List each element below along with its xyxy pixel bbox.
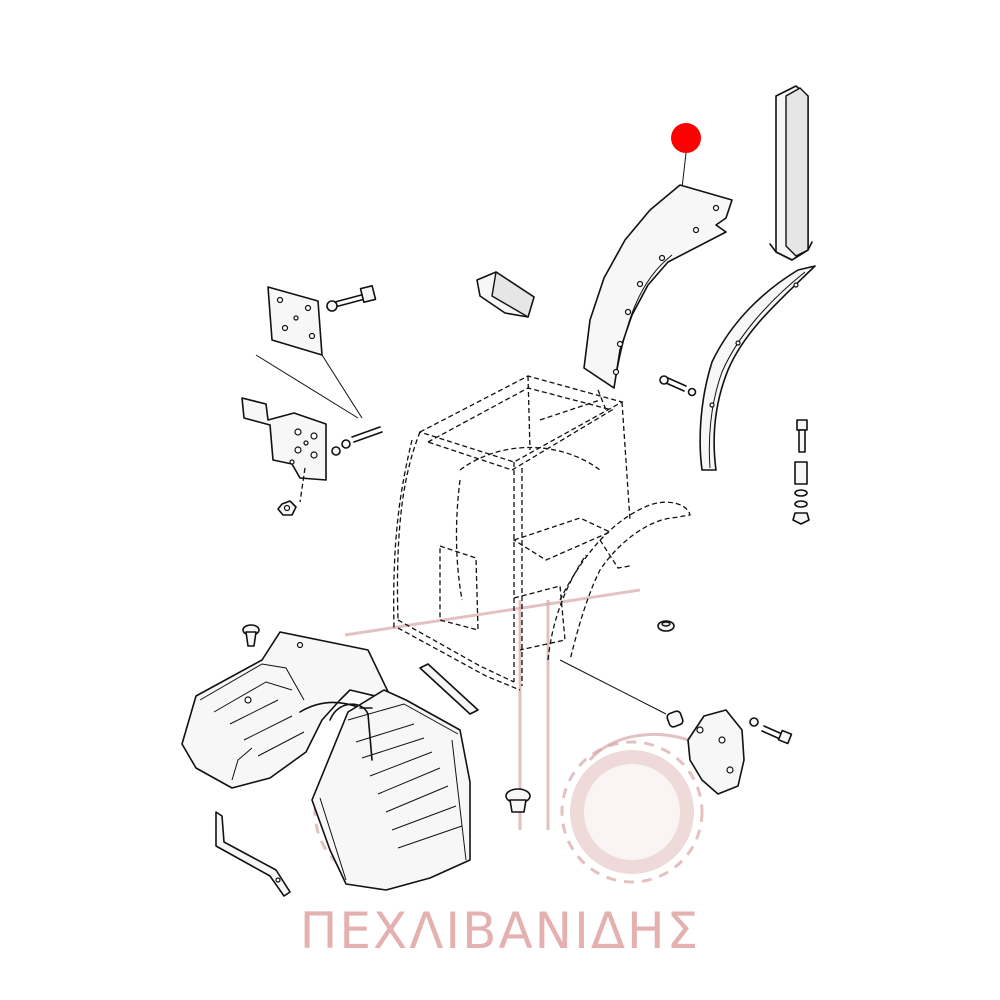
bracket-plate[interactable] — [241, 397, 327, 481]
push-clip-left[interactable] — [242, 624, 260, 647]
watermark-text: ΠΕΧΛΙΒΑΝΙΔΗΣ — [299, 902, 701, 960]
push-clip-bottom[interactable] — [505, 788, 531, 813]
mounting-plate[interactable] — [267, 286, 323, 356]
cover-plate-right[interactable] — [687, 709, 745, 795]
bolt-fender[interactable] — [659, 375, 697, 397]
watermark-rear-wheel — [560, 740, 704, 884]
bolt-stack[interactable] — [792, 419, 810, 525]
wedge-block[interactable] — [476, 271, 535, 318]
bracket-leader-lines — [255, 354, 363, 503]
support-bar[interactable] — [215, 811, 291, 897]
fender-trim-strip[interactable] — [699, 265, 816, 471]
cover-plate-leader — [559, 659, 667, 715]
vertical-post[interactable] — [769, 85, 813, 261]
cab-frame[interactable] — [393, 375, 691, 691]
floor-mat[interactable] — [311, 689, 471, 891]
bolt-upper-left[interactable] — [326, 284, 377, 312]
floor-panel[interactable] — [181, 631, 393, 789]
spacer-right[interactable] — [666, 710, 684, 728]
fender[interactable] — [583, 184, 733, 389]
rubber-strip[interactable] — [419, 663, 479, 715]
nut-bracket[interactable] — [277, 500, 297, 516]
bolt-cover-plate[interactable] — [749, 717, 793, 745]
callout-marker[interactable] — [671, 123, 701, 189]
bolt-bracket[interactable] — [331, 426, 383, 456]
plug-small[interactable] — [657, 620, 675, 632]
